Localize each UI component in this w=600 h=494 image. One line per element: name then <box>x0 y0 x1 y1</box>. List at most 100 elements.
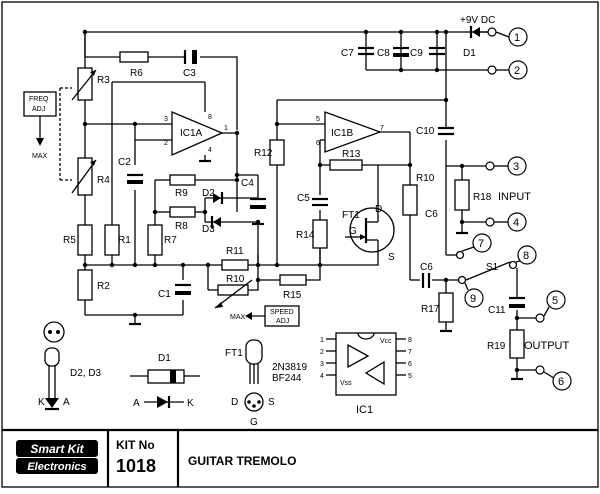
resistors <box>77 51 525 359</box>
svg-text:SPEED: SPEED <box>270 309 294 316</box>
svg-text:D2: D2 <box>202 188 215 199</box>
svg-text:Electronics: Electronics <box>27 461 86 473</box>
svg-text:3: 3 <box>320 361 324 368</box>
component-labels: +9V DC R6 C3 R3 R4 R5 R2 R1 R7 C2 C1 R9 … <box>63 15 506 352</box>
resistor-r15 <box>279 274 307 286</box>
svg-text:BF244: BF244 <box>272 373 302 384</box>
supply-label: +9V DC <box>460 15 495 26</box>
svg-text:R10: R10 <box>416 173 435 184</box>
svg-text:D1: D1 <box>463 48 476 59</box>
terminal-2: 2 <box>514 65 520 77</box>
resistor-r19 <box>509 329 525 359</box>
terminal-8: 8 <box>523 250 529 262</box>
svg-text:C8: C8 <box>377 48 390 59</box>
svg-text:R5: R5 <box>63 235 76 246</box>
junction-dots <box>82 29 520 373</box>
svg-text:IC1A: IC1A <box>180 128 203 139</box>
svg-text:R7: R7 <box>164 235 177 246</box>
terminal-numbers: 1 2 3 4 5 6 7 8 9 <box>470 32 564 388</box>
opamp-ic1a <box>171 111 224 156</box>
resistor-r2 <box>77 269 93 301</box>
svg-text:R11: R11 <box>226 246 244 257</box>
svg-text:ADJ: ADJ <box>32 106 45 113</box>
diode-d1 <box>472 27 480 37</box>
svg-text:C6: C6 <box>425 209 438 220</box>
resistor-r1 <box>104 224 120 256</box>
potentiometer-r4 <box>77 157 93 196</box>
svg-text:G: G <box>250 417 258 428</box>
svg-text:A: A <box>133 398 140 409</box>
output-label: OUTPUT <box>524 340 570 352</box>
resistor-r12 <box>269 139 285 166</box>
svg-text:8: 8 <box>208 114 212 121</box>
svg-text:D3: D3 <box>202 224 215 235</box>
svg-text:S: S <box>268 397 275 408</box>
svg-text:D2, D3: D2, D3 <box>70 368 102 379</box>
svg-text:R9: R9 <box>175 188 188 199</box>
svg-text:4: 4 <box>208 147 212 154</box>
svg-text:C9: C9 <box>410 48 423 59</box>
ic-pinout: 1 2 3 4 5 6 7 8 Vcc Vss IC1 <box>320 332 412 416</box>
annotations: INPUT OUTPUT FREQ ADJ MAX SPEED ADJ MAX <box>23 91 570 352</box>
svg-text:K: K <box>38 397 45 408</box>
svg-text:2: 2 <box>320 349 324 356</box>
svg-text:7: 7 <box>380 125 384 132</box>
svg-text:C3: C3 <box>183 68 196 79</box>
svg-text:R3: R3 <box>97 75 110 86</box>
svg-text:IC1B: IC1B <box>331 128 354 139</box>
svg-text:8: 8 <box>408 337 412 344</box>
svg-text:K: K <box>187 398 194 409</box>
opamps <box>171 111 382 156</box>
svg-text:R13: R13 <box>342 149 361 160</box>
terminal-6: 6 <box>558 376 564 388</box>
circuit-title: GUITAR TREMOLO <box>188 454 296 468</box>
svg-text:FT1: FT1 <box>342 210 360 221</box>
svg-text:S: S <box>388 252 395 263</box>
svg-text:5: 5 <box>408 373 412 380</box>
terminal-3: 3 <box>513 161 519 173</box>
svg-text:5: 5 <box>316 116 320 123</box>
resistor-r7 <box>147 224 163 256</box>
svg-text:2N3819: 2N3819 <box>272 362 307 373</box>
svg-text:R12: R12 <box>254 148 273 159</box>
svg-text:6: 6 <box>316 140 320 147</box>
terminal-9: 9 <box>470 293 476 305</box>
svg-text:R15: R15 <box>283 290 302 301</box>
title-block: Smart Kit Electronics KIT No 1018 GUITAR… <box>2 428 598 487</box>
switch-s1 <box>455 250 518 285</box>
diodes <box>210 26 480 228</box>
svg-text:S1: S1 <box>486 262 499 273</box>
kit-number: 1018 <box>116 456 156 476</box>
svg-text:2: 2 <box>164 140 168 147</box>
svg-text:1: 1 <box>224 125 228 132</box>
svg-text:C10: C10 <box>416 126 435 137</box>
svg-text:C2: C2 <box>118 157 131 168</box>
pot-arrows <box>59 69 253 309</box>
terminal-leaders <box>461 31 555 379</box>
svg-text:3: 3 <box>164 116 168 123</box>
svg-text:R4: R4 <box>97 175 110 186</box>
freq-adj-box <box>23 91 57 117</box>
svg-text:D1: D1 <box>158 353 171 364</box>
resistor-r5 <box>77 224 93 256</box>
input-label: INPUT <box>498 191 531 203</box>
svg-text:FT1: FT1 <box>225 348 243 359</box>
terminal-1: 1 <box>514 32 520 44</box>
svg-text:Smart Kit: Smart Kit <box>30 442 84 456</box>
terminal-5: 5 <box>552 295 558 307</box>
svg-text:ADJ: ADJ <box>276 318 289 325</box>
svg-text:MAX: MAX <box>230 314 246 321</box>
svg-text:R10: R10 <box>226 274 245 285</box>
led-pinout: D2, D3 K A <box>38 321 102 411</box>
svg-text:R19: R19 <box>487 341 506 352</box>
terminal-4: 4 <box>513 217 519 229</box>
svg-text:C6: C6 <box>420 262 433 273</box>
svg-text:C11: C11 <box>488 305 506 316</box>
resistor-r11 <box>221 259 249 271</box>
led-d3 <box>213 217 221 227</box>
svg-text:A: A <box>63 397 70 408</box>
svg-text:Vcc: Vcc <box>380 338 392 345</box>
